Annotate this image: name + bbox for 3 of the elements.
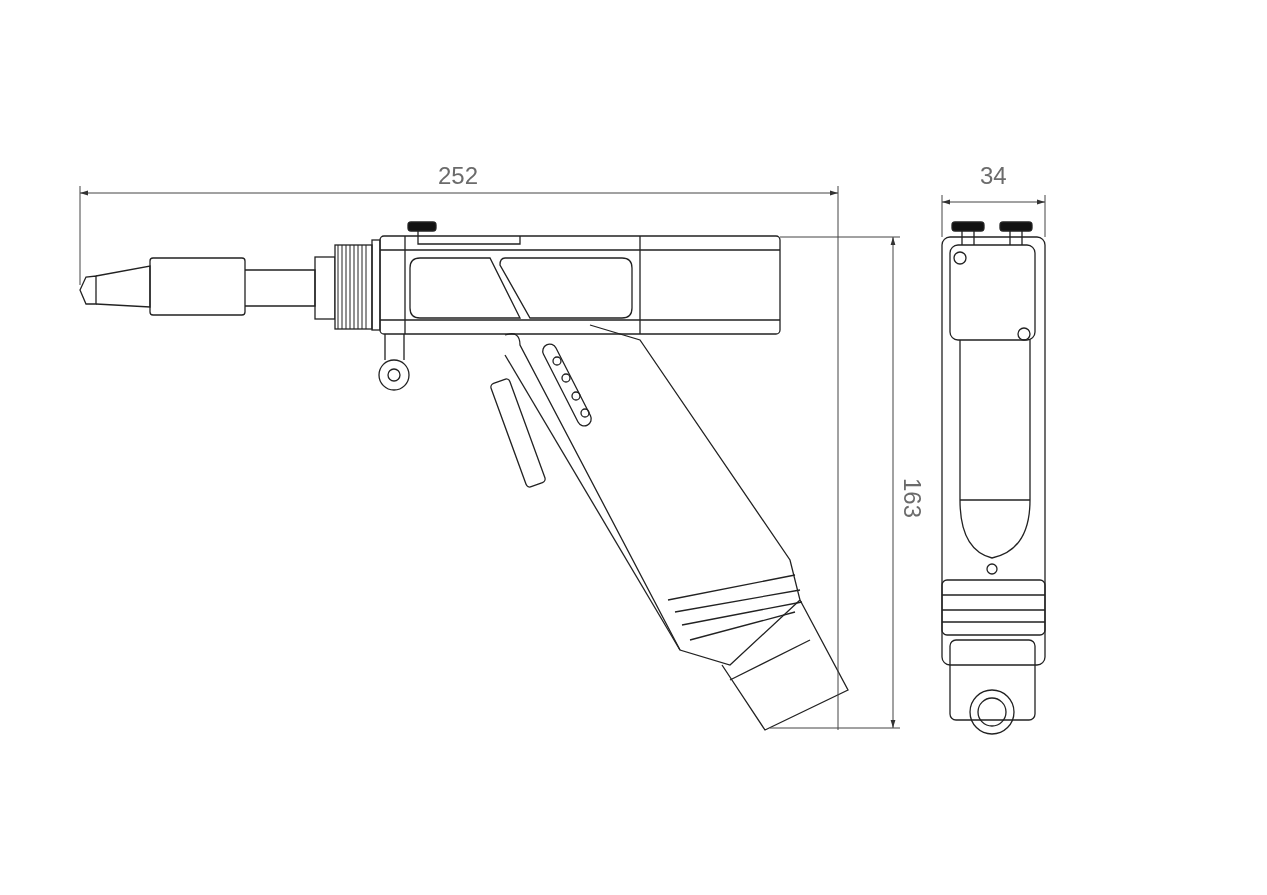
dimension-label: 34 xyxy=(980,164,1007,188)
dimension-label: 252 xyxy=(438,164,479,188)
dimension-label: 163 xyxy=(900,478,924,519)
